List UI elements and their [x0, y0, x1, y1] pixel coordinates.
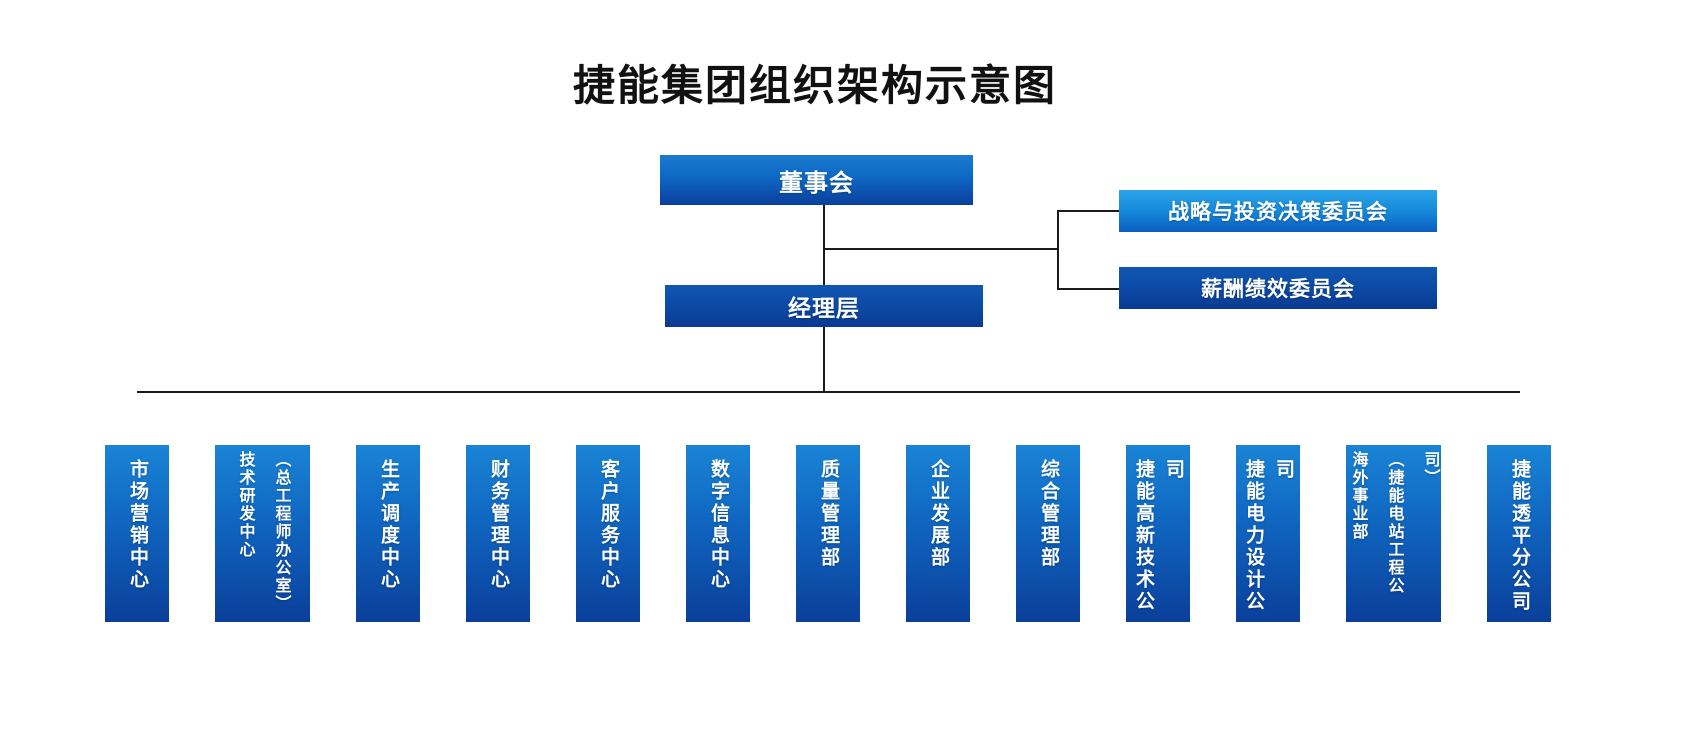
department-box: 综合管理部 [1016, 445, 1080, 622]
compensation-performance-committee-label: 薪酬绩效委员会 [1201, 278, 1355, 301]
department-label: 市场营销中心 [127, 459, 148, 591]
strategy-investment-committee-box: 战略与投资决策委员会 [1119, 190, 1437, 232]
strategy-investment-committee-label: 战略与投资决策委员会 [1168, 201, 1388, 224]
department-box: 数字信息中心 [686, 445, 750, 622]
board-of-directors-box: 董事会 [660, 155, 973, 205]
department-label: 技术研发中心 （总工程师办公室） [236, 451, 290, 613]
management-layer-box: 经理层 [665, 285, 983, 327]
connector-stub-compensation-committee [1057, 288, 1119, 290]
department-label: 捷能透平分公司 [1509, 459, 1530, 613]
department-label: 海外事业部 （捷能电站工程公司） [1349, 451, 1439, 595]
department-box: 捷能电力设计公司 [1236, 445, 1300, 622]
department-label: 客户服务中心 [598, 459, 619, 591]
department-box: 客户服务中心 [576, 445, 640, 622]
department-label: 企业发展部 [928, 459, 949, 569]
connector-committee-bracket [1057, 210, 1059, 290]
department-box: 生产调度中心 [356, 445, 420, 622]
board-of-directors-label: 董事会 [779, 169, 854, 197]
department-label: 财务管理中心 [488, 459, 509, 591]
departments-row: 市场营销中心 技术研发中心 （总工程师办公室） 生产调度中心 财务管理中心 客户… [105, 445, 1551, 622]
department-box: 捷能高新技术公司 [1126, 445, 1190, 622]
connector-management-to-rail [823, 327, 825, 392]
connector-stub-strategy-committee [1057, 210, 1119, 212]
connector-board-to-management [823, 205, 825, 285]
department-box: 市场营销中心 [105, 445, 169, 622]
department-box: 技术研发中心 （总工程师办公室） [215, 445, 310, 622]
department-box: 质量管理部 [796, 445, 860, 622]
department-box: 财务管理中心 [466, 445, 530, 622]
department-label: 捷能电力设计公司 [1243, 459, 1294, 613]
connector-branch-to-committees [823, 248, 1059, 250]
department-box: 企业发展部 [906, 445, 970, 622]
management-layer-label: 经理层 [788, 295, 860, 321]
compensation-performance-committee-box: 薪酬绩效委员会 [1119, 267, 1437, 309]
department-box: 海外事业部 （捷能电站工程公司） [1346, 445, 1441, 622]
department-label: 质量管理部 [818, 459, 839, 569]
department-label: 捷能高新技术公司 [1133, 459, 1184, 613]
connector-department-rail [137, 391, 1520, 393]
department-label: 综合管理部 [1038, 459, 1059, 569]
department-box: 捷能透平分公司 [1487, 445, 1551, 622]
department-label: 数字信息中心 [708, 459, 729, 591]
department-label: 生产调度中心 [378, 459, 399, 591]
chart-title: 捷能集团组织架构示意图 [572, 64, 1058, 110]
